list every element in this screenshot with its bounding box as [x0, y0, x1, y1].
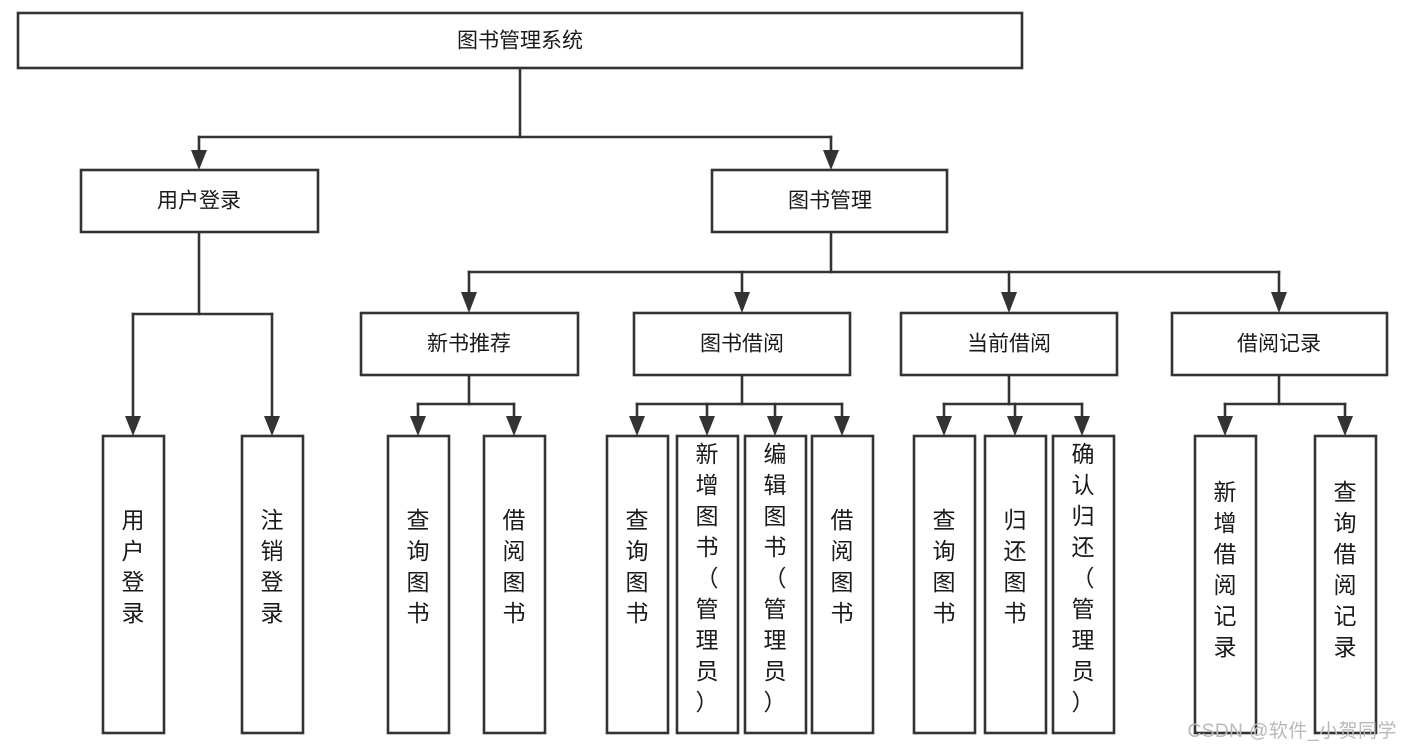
leaf-vertical-label: 借阅图书 — [503, 507, 526, 626]
book-management-label: 图书管理 — [788, 190, 872, 213]
node-book-management[interactable]: 图书管理 — [710, 168, 949, 234]
arrowhead-bb-leaf2 — [699, 416, 715, 436]
leaf-vertical-label: 借阅图书 — [831, 507, 854, 626]
leaf-currentborrow-confirm-return-admin[interactable]: 确认归还（管理员） — [1051, 434, 1116, 735]
arrowhead-user-login-leaf — [125, 416, 141, 436]
leaf-bookborrow-query-book[interactable]: 查询图书 — [605, 434, 670, 735]
arrowhead-nb-leaf2 — [506, 416, 522, 436]
node-current-borrow[interactable]: 当前借阅 — [899, 311, 1119, 377]
leaf-vertical-label: 确认归还（管理员） — [1072, 441, 1095, 715]
leaf-currentborrow-return-book[interactable]: 归还图书 — [983, 434, 1048, 735]
node-root-system[interactable]: 图书管理系统 — [16, 11, 1024, 70]
user-login-box[interactable] — [79, 168, 320, 234]
arrowhead-cb-leaf3 — [1074, 416, 1090, 436]
borrow-record-label: 借阅记录 — [1237, 333, 1321, 356]
leaf-box[interactable] — [1051, 434, 1116, 735]
leaf-box[interactable] — [101, 434, 166, 735]
current-borrow-box[interactable] — [899, 311, 1119, 377]
user-login-label: 用户登录 — [157, 190, 241, 213]
leaf-bookborrow-add-book-admin[interactable]: 新增图书（管理员） — [675, 434, 740, 735]
leaf-user-login-logout[interactable]: 注销登录 — [240, 434, 305, 735]
node-borrow-record[interactable]: 借阅记录 — [1170, 311, 1389, 377]
leaf-box[interactable] — [1193, 434, 1258, 735]
leaf-vertical-label: 查询借阅记录 — [1334, 479, 1357, 660]
csdn-watermark: CSDN @软件_小贺同学 — [1187, 721, 1397, 742]
leaf-vertical-label: 新增借阅记录 — [1214, 479, 1237, 660]
leaf-box[interactable] — [912, 434, 977, 735]
leaf-box[interactable] — [240, 434, 305, 735]
leaf-vertical-label: 编辑图书（管理员） — [764, 441, 787, 715]
arrowhead-bb-leaf4 — [834, 416, 850, 436]
leaf-box[interactable] — [743, 434, 808, 735]
leaf-box[interactable] — [983, 434, 1048, 735]
arrowhead-cb-leaf1 — [936, 416, 952, 436]
leaf-box[interactable] — [810, 434, 875, 735]
leaf-user-login-login[interactable]: 用户登录 — [101, 434, 166, 735]
node-book-borrow[interactable]: 图书借阅 — [632, 311, 852, 377]
arrowhead-bb-leaf1 — [629, 416, 645, 436]
arrowhead-bookmgmt — [823, 150, 839, 170]
leaf-box[interactable] — [675, 434, 740, 735]
arrowhead-cb-leaf2 — [1007, 416, 1023, 436]
book-management-box[interactable] — [710, 168, 949, 234]
arrowhead-bb-leaf3 — [767, 416, 783, 436]
arrowhead-br-leaf2 — [1337, 416, 1353, 436]
node-new-book-recommend[interactable]: 新书推荐 — [359, 311, 580, 377]
leaf-newbook-borrow-book[interactable]: 借阅图书 — [482, 434, 547, 735]
leaf-borrowrecord-query-record[interactable]: 查询借阅记录 — [1313, 434, 1378, 735]
arrowhead-currentborrow — [1001, 292, 1017, 313]
leaf-vertical-label: 注销登录 — [261, 507, 284, 626]
new-book-recommend-box[interactable] — [359, 311, 580, 377]
borrow-record-box[interactable] — [1170, 311, 1389, 377]
leaf-vertical-label: 归还图书 — [1004, 507, 1027, 626]
leaf-newbook-query-book[interactable]: 查询图书 — [386, 434, 451, 735]
leaf-vertical-label: 用户登录 — [122, 507, 145, 626]
leaf-box[interactable] — [482, 434, 547, 735]
new-book-recommend-label: 新书推荐 — [427, 333, 511, 356]
leaf-vertical-label: 查询图书 — [407, 507, 430, 626]
arrowhead-br-leaf1 — [1217, 416, 1233, 436]
arrowhead-userlogin — [191, 150, 207, 170]
current-borrow-label: 当前借阅 — [967, 333, 1051, 356]
leaf-vertical-label: 查询图书 — [933, 507, 956, 626]
book-borrow-label: 图书借阅 — [700, 333, 784, 356]
leaf-box[interactable] — [605, 434, 670, 735]
leaf-box[interactable] — [1313, 434, 1378, 735]
arrowhead-borrowrecord — [1271, 292, 1287, 313]
root-box[interactable] — [16, 11, 1024, 70]
book-borrow-box[interactable] — [632, 311, 852, 377]
arrowhead-nb-leaf1 — [410, 416, 426, 436]
connector-layer — [125, 66, 1353, 436]
arrowhead-newbook — [461, 292, 477, 313]
leaf-borrowrecord-add-record[interactable]: 新增借阅记录 — [1193, 434, 1258, 735]
arrowhead-bookborrow — [734, 292, 750, 313]
leaf-box[interactable] — [386, 434, 451, 735]
arrowhead-logout-leaf — [264, 416, 280, 436]
leaf-vertical-label: 新增图书（管理员） — [696, 441, 719, 715]
root-label: 图书管理系统 — [457, 30, 583, 53]
leaf-bookborrow-borrow-book[interactable]: 借阅图书 — [810, 434, 875, 735]
leaf-vertical-label: 查询图书 — [626, 507, 649, 626]
leaf-bookborrow-edit-book-admin[interactable]: 编辑图书（管理员） — [743, 434, 808, 735]
node-user-login[interactable]: 用户登录 — [79, 168, 320, 234]
leaf-currentborrow-query-book[interactable]: 查询图书 — [912, 434, 977, 735]
